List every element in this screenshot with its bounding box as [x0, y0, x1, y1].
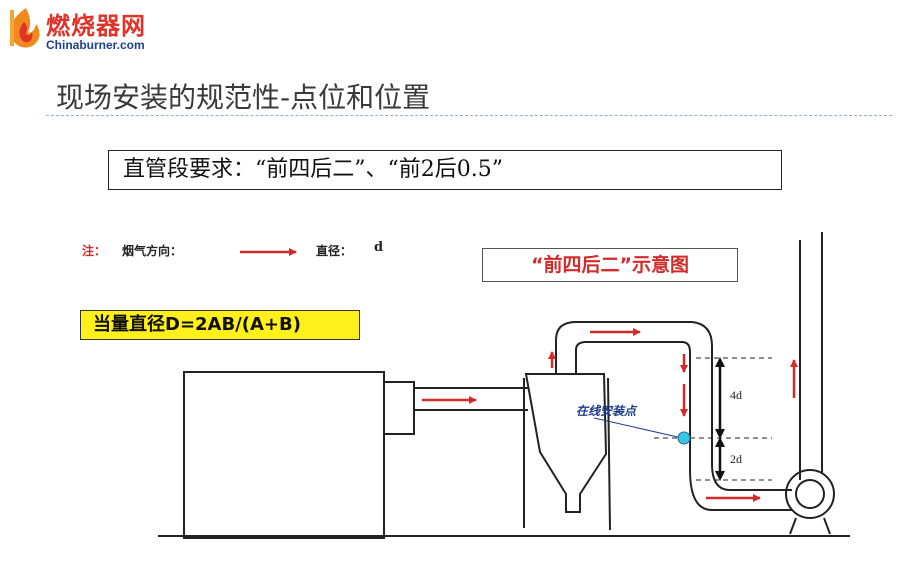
chinaburner-logo: 燃烧器网 Chinaburner.com — [6, 4, 166, 54]
flue-gas-arrows — [422, 328, 798, 502]
induced-draft-fan — [785, 469, 835, 519]
downstream-dimension-label: 2d — [730, 452, 742, 466]
logo-english-text: Chinaburner.com — [46, 38, 145, 52]
title-divider — [46, 115, 892, 116]
boiler-body — [183, 371, 385, 539]
logo-chinese-text: 燃烧器网 — [46, 12, 146, 40]
flue-gas-direction-label: 烟气方向： — [122, 244, 183, 258]
flame-logo-icon — [10, 8, 40, 48]
dust-collector — [524, 373, 608, 513]
diameter-label: 直径： — [316, 244, 353, 258]
upstream-dimension-label: 4d — [730, 388, 742, 402]
downcomer-duct — [689, 469, 792, 511]
diameter-symbol: d — [374, 240, 384, 255]
install-point-probe — [677, 431, 691, 445]
note-prefix: 注： — [82, 244, 107, 258]
equivalent-diameter-formula: 当量直径D=2AB/(A+B) — [80, 310, 360, 340]
boiler-outlet — [383, 381, 415, 435]
diagram-title-box: “前四后二”示意图 — [482, 248, 738, 282]
install-point-leader — [593, 417, 683, 439]
page-title: 现场安装的规范性-点位和位置 — [56, 81, 431, 114]
install-point-label: 在线安装点 — [576, 404, 637, 418]
riser-duct — [555, 321, 713, 464]
straight-pipe-requirement-box: 直管段要求：“前四后二”、“前2后0.5” — [108, 150, 782, 190]
